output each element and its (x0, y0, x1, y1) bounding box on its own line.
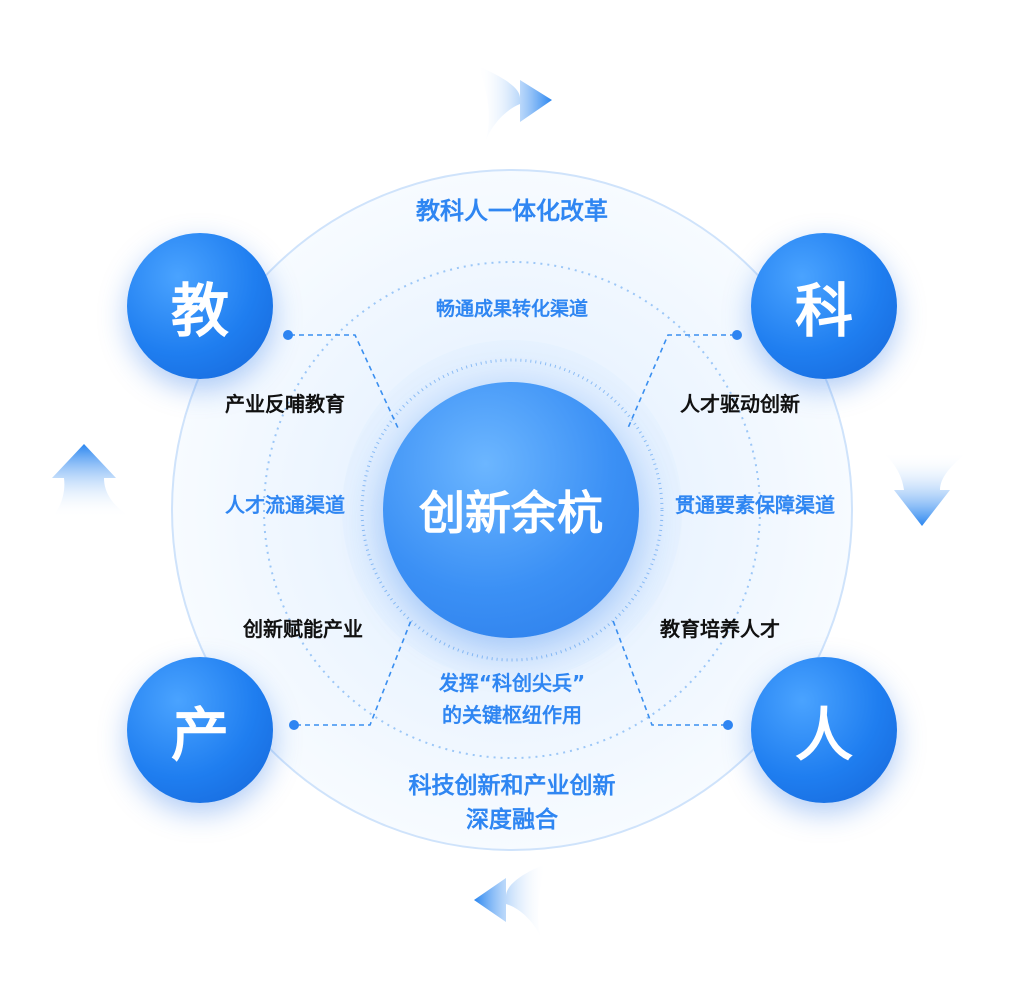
label-ke-to-ren: 人才驱动创新 (680, 392, 800, 416)
label-top-outer: 教科人一体化改革 (416, 197, 608, 225)
inner-dotted-ring (360, 358, 664, 662)
node-ren-label: 人 (794, 701, 853, 769)
label-right-mid: 贯通要素保障渠道 (675, 493, 835, 517)
node-ke: 科 (751, 233, 897, 379)
label-top-inner: 畅通成果转化渠道 (435, 298, 588, 320)
label-chan-to-jiao: 产业反哺教育 (225, 392, 345, 416)
arrow-right-icon (478, 66, 552, 140)
node-chan: 产 (127, 657, 273, 803)
label-bottom-outer-2: 深度融合 (466, 807, 558, 833)
label-bottom-outer-1: 科技创新和产业创新 (408, 773, 616, 799)
node-jiao-label: 教 (170, 277, 229, 345)
node-ren: 人 (751, 657, 897, 803)
node-ke-label: 科 (794, 277, 853, 345)
center-title: 创新余杭 (419, 486, 603, 540)
connector-dots (283, 330, 742, 730)
arrow-left-icon (474, 864, 546, 936)
node-chan-label: 产 (170, 701, 229, 769)
node-jiao: 教 (127, 233, 273, 379)
label-left-mid: 人才流通渠道 (225, 493, 345, 517)
dotted-ring (263, 261, 761, 759)
arrow-down-icon (882, 452, 968, 526)
label-bottom-inner-1: 发挥“科创尖兵” (438, 671, 586, 695)
connectors (290, 334, 735, 726)
label-jiao-to-ren: 教育培养人才 (660, 617, 780, 641)
label-bottom-inner-2: 的关键枢纽作用 (442, 703, 582, 727)
arrow-up-icon (52, 444, 132, 518)
center-circle: 创新余杭 (383, 382, 639, 638)
label-innov-to-chan: 创新赋能产业 (243, 617, 363, 641)
